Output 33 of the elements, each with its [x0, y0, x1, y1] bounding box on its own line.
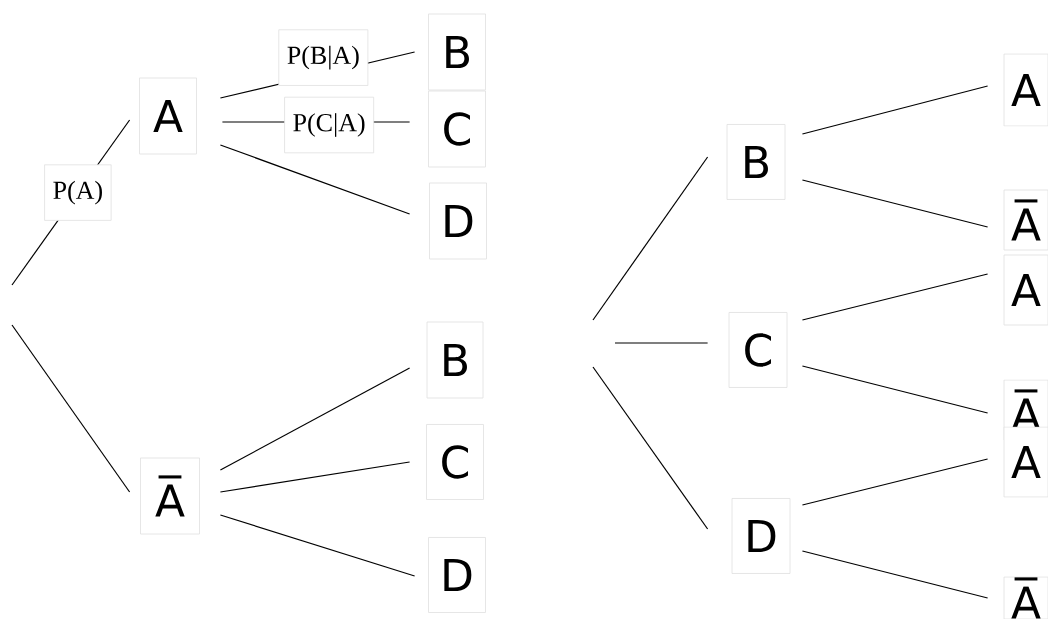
branch-line: [11, 324, 131, 493]
branch-line: [801, 458, 989, 506]
letter-box: A̅: [1003, 576, 1048, 619]
letter-box: A: [1003, 53, 1048, 127]
letter-box: A: [1003, 254, 1048, 326]
letter-box: C: [728, 312, 788, 388]
letter-box: B: [726, 124, 786, 200]
branch-line: [219, 514, 416, 577]
branch-line: [801, 365, 989, 414]
letter-box: B: [426, 321, 484, 399]
letter-box: D: [731, 498, 791, 574]
branch-line: [592, 366, 709, 530]
letter-box: D: [428, 537, 486, 613]
branch-line: [219, 461, 411, 493]
letter-box: C: [428, 90, 486, 168]
branch-line: [219, 367, 411, 471]
branch-line: [614, 342, 709, 344]
letter-box: A: [139, 77, 197, 155]
branch-line: [219, 144, 411, 215]
letter-box: A̅: [1003, 189, 1048, 251]
branch-line: [801, 179, 989, 228]
letter-box: C: [426, 424, 484, 500]
letter-box: D: [429, 182, 487, 260]
edge-label: P(A): [44, 164, 112, 221]
letter-box: A: [1003, 426, 1048, 498]
edge-label: P(B|A): [278, 29, 369, 86]
letter-box: A̅: [140, 457, 200, 535]
branch-line: [801, 85, 989, 135]
branch-line: [801, 273, 989, 321]
branch-line: [592, 156, 709, 321]
branch-line: [801, 550, 989, 599]
letter-box: B: [428, 13, 486, 91]
edge-label: P(C|A): [284, 96, 375, 154]
